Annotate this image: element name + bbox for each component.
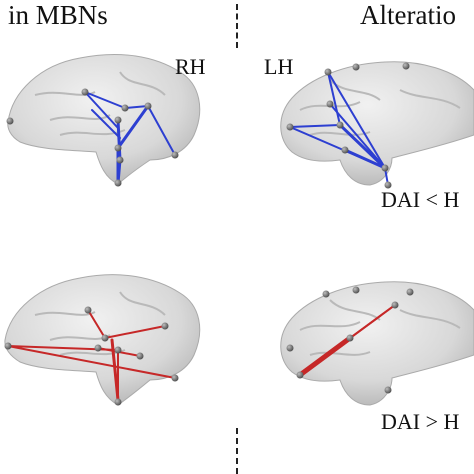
brain-top-left [6, 53, 201, 187]
label-dai-less-than-h: DAI < H [381, 187, 460, 212]
brain-top-right [280, 61, 474, 189]
nodes-bottom-left [4, 306, 179, 406]
label-right-hemisphere: RH [175, 54, 206, 79]
section-title-left: in MBNs [8, 0, 108, 30]
label-left-hemisphere: LH [264, 54, 294, 79]
edges-increase-bottom-left [7, 309, 176, 403]
nodes-top-right [286, 62, 410, 189]
label-dai-greater-than-h: DAI > H [381, 409, 460, 434]
divider-top [236, 4, 238, 48]
brain-bottom-left [4, 274, 201, 406]
nodes-bottom-right [286, 286, 414, 394]
nodes-top-left [6, 88, 179, 187]
section-title-right: Alteratio [360, 0, 456, 30]
divider-bottom [236, 428, 238, 474]
edges-decrease-top-left [84, 91, 176, 185]
brain-bottom-right [280, 281, 474, 406]
